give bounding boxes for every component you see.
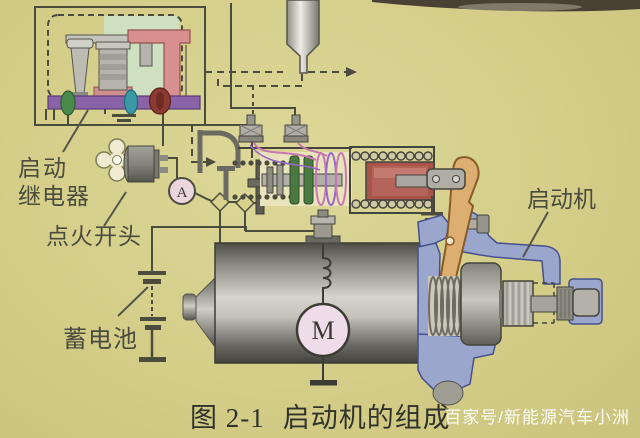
control-wire-solid [230, 3, 296, 122]
starter-relay-box [34, 6, 206, 126]
overrunning-clutch-drum [460, 262, 502, 346]
pinion-gear [502, 280, 534, 327]
coil-feed-wire-2 [297, 142, 328, 157]
motor-ground-icon [310, 380, 337, 386]
lever-pivot [445, 236, 455, 246]
relay-contact-arm [70, 47, 90, 95]
relay-terminal-teal [123, 89, 139, 115]
ammeter-circle [168, 177, 196, 205]
label-starter: 启动机 [527, 187, 596, 212]
label-starter-relay: 启动 继电器 [18, 155, 90, 211]
figure-title: 启动机的组成 [282, 403, 451, 433]
dashed-wires [191, 71, 346, 163]
contact-shaft [261, 173, 343, 187]
motor-end-cone [195, 276, 216, 349]
motor-letter: M [311, 316, 334, 345]
label-battery: 蓄电池 [63, 327, 138, 353]
figure-number: 图 2-1 [190, 403, 265, 433]
plunger-link [426, 168, 466, 190]
coil-feed-wire-1 [253, 142, 317, 161]
relay-ground-icon [112, 114, 136, 122]
ignition-to-ammeter-wire [168, 157, 178, 178]
field-coil-symbol [322, 243, 332, 304]
figure-caption: 图 2-1 启动机的组成 [190, 396, 451, 435]
relay-contact-cap [66, 38, 94, 49]
label-leader-lines [62, 109, 549, 317]
contact-disc-b [303, 155, 314, 205]
ammeter-letter: A [177, 185, 188, 201]
motor-shaft-tip [182, 293, 197, 321]
solenoid-switch [197, 114, 443, 226]
arrow-right-icon [346, 67, 357, 77]
starter-motor: M [182, 209, 421, 386]
drive-end-housing [417, 156, 603, 406]
relay-terminal-green [60, 90, 76, 116]
armature-shaft [530, 295, 560, 313]
motor-terminal [305, 209, 341, 244]
moving-contact-bracket [197, 130, 241, 200]
label-starter-relay-line2: 继电器 [18, 184, 90, 209]
page-edge-shadow [372, 0, 640, 12]
ignition-barrel [127, 145, 155, 183]
solenoid-terminal-bolts [238, 114, 309, 143]
watermark: 百家号/新能源汽车小洲 [444, 408, 630, 427]
ammeter: A [168, 177, 196, 205]
label-starter-relay-line1: 启动 [18, 156, 68, 181]
battery-ground-icon [139, 357, 166, 362]
coil-loop-3 [335, 152, 347, 206]
label-ignition-switch: 点火开头 [46, 224, 142, 249]
battery-symbol [138, 271, 166, 362]
shift-fork-lever [437, 156, 480, 292]
shaft-end-journal [572, 288, 600, 317]
cable-funnel [286, 0, 320, 74]
key-hole [112, 155, 122, 165]
coil-feed-wire-3 [249, 144, 321, 171]
solenoid-winding-turns [351, 151, 433, 209]
contact-disc-a [289, 155, 300, 205]
ignition-switch [95, 138, 168, 183]
shaft-collar [556, 286, 574, 321]
housing-top-left [417, 214, 450, 248]
arrow-small-icon [206, 157, 216, 167]
